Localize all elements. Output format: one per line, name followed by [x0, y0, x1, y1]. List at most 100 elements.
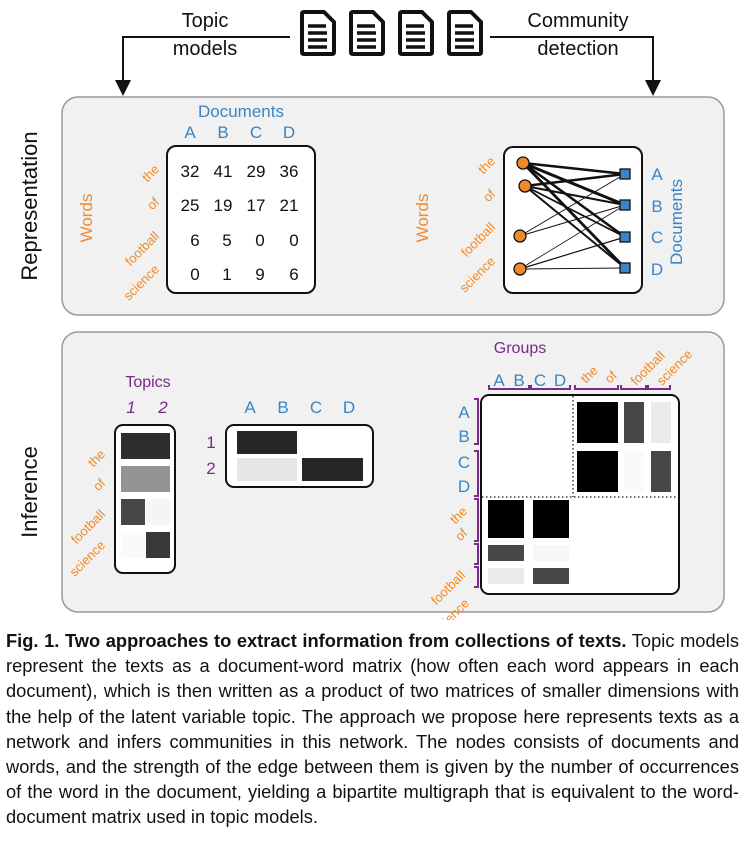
matrix-words-label: Words: [77, 194, 96, 243]
network-words-label: Words: [413, 194, 432, 243]
topic-doc-cell: [237, 431, 297, 454]
group-bracket-row-of: [474, 543, 479, 565]
doc-node-d: [619, 262, 631, 274]
community-detection-label-line2: detection: [537, 38, 618, 60]
group-row-a: A: [458, 403, 470, 422]
edge-of-a: [524, 172, 626, 188]
edge-science-c: [519, 236, 626, 270]
edge-the-c: [522, 161, 626, 239]
figure-caption: Fig. 1. Two approaches to extract inform…: [6, 628, 739, 830]
doc-node-a: [619, 168, 631, 180]
group-bracket-football: [647, 385, 671, 390]
word-topic-cell: [121, 466, 170, 492]
edge-science-b: [519, 204, 626, 270]
matrix-column-labels: A B C D: [184, 123, 295, 142]
group-bracket-row-the: [474, 498, 479, 542]
network-doc-nodes: [619, 168, 631, 274]
word-topic-cell: [121, 499, 145, 525]
document-icon: [349, 10, 385, 56]
topic-models-label-line1: Topic: [182, 10, 229, 32]
caption-body: Topic models represent the texts as a do…: [6, 630, 739, 828]
word-node-the: [516, 156, 530, 170]
group-block-cd-the: [577, 451, 618, 492]
network-doc-labels: A B C D: [651, 165, 663, 279]
matrix-cell: 17: [247, 196, 266, 215]
group-col-b: B: [513, 371, 524, 390]
word-topic-cell: [146, 532, 170, 558]
word-topic-cell: [121, 433, 170, 459]
group-bracket-of: [620, 385, 647, 390]
matrix-cell: 5: [222, 231, 231, 250]
matrix-cell: 25: [181, 196, 200, 215]
doc-node-b: [619, 199, 631, 211]
group-bracket-row-football: [474, 566, 479, 588]
document-icon: [398, 10, 434, 56]
matrix-cell: 32: [181, 162, 200, 181]
matrix-col-d: D: [283, 123, 295, 142]
matrix-cell: 0: [289, 231, 298, 250]
network-edges: [519, 161, 627, 270]
document-icon: [300, 10, 336, 56]
group-row-b: B: [458, 427, 469, 446]
word-topic-cell: [146, 499, 170, 525]
matrix-cell: 29: [247, 162, 266, 181]
word-node-football: [513, 229, 527, 243]
td-col-d: D: [343, 398, 355, 417]
matrix-documents-label: Documents: [198, 102, 284, 121]
document-icons: [300, 10, 483, 56]
group-col-c: C: [534, 371, 546, 390]
matrix-cell: 41: [214, 162, 233, 181]
group-block-ab-of: [624, 402, 644, 443]
group-bracket-ab: [488, 385, 530, 390]
matrix-cell: 36: [280, 162, 299, 181]
topic-label-2: 2: [157, 398, 168, 417]
community-detection-label-line1: Community: [527, 10, 628, 32]
group-block-cd-football: [651, 451, 671, 492]
representation-label: Representation: [17, 131, 42, 280]
figure-1: Topic models Community detection Represe…: [17, 10, 725, 620]
group-col-a: A: [493, 371, 505, 390]
td-col-c: C: [310, 398, 322, 417]
group-block-the-cd: [533, 500, 569, 538]
network-word-nodes: [513, 156, 532, 276]
group-row-brackets: [474, 398, 479, 588]
doc-node-c: [619, 231, 631, 243]
matrix-cell: 19: [214, 196, 233, 215]
matrix-cell: 0: [255, 231, 264, 250]
td-col-b: B: [277, 398, 288, 417]
group-row-c: C: [458, 453, 470, 472]
edge-football-b: [519, 204, 626, 237]
group-bracket-row-ab: [474, 398, 479, 445]
group-block-cd-of: [624, 451, 644, 492]
group-col-d: D: [554, 371, 566, 390]
edge-science-d: [519, 267, 626, 270]
group-block-ab-football: [651, 402, 671, 443]
inference-label: Inference: [17, 446, 42, 538]
td-col-a: A: [244, 398, 256, 417]
matrix-col-b: B: [217, 123, 228, 142]
count-matrix-cells: 32 41 29 36 25 19 17 21 6 5 0 0 0 1 9 6: [181, 162, 299, 284]
group-matrix-box: [480, 394, 680, 595]
topic-doc-cell: [302, 458, 363, 481]
edge-football-a: [519, 173, 626, 237]
groups-title: Groups: [494, 340, 546, 357]
topic-doc-matrix-cells: [237, 431, 363, 481]
group-block-ab-the: [577, 402, 618, 443]
group-bracket-row-cd: [474, 450, 479, 497]
matrix-cell: 0: [190, 265, 199, 284]
network-doc-a: A: [651, 165, 663, 184]
right-arrow-line: [490, 36, 661, 96]
matrix-col-c: C: [250, 123, 262, 142]
matrix-cell: 6: [289, 265, 298, 284]
topic-models-label-line2: models: [173, 38, 237, 60]
edge-the-b: [522, 161, 626, 207]
network-doc-d: D: [651, 260, 663, 279]
topic-doc-column-labels: A B C D: [244, 398, 355, 417]
group-block-of-ab: [488, 545, 524, 561]
td-row-2: 2: [206, 459, 215, 478]
matrix-cell: 9: [255, 265, 264, 284]
edge-of-c: [524, 185, 626, 238]
group-bracket-the: [574, 385, 619, 390]
network-doc-b: B: [651, 197, 662, 216]
word-topic-cell: [121, 532, 145, 558]
